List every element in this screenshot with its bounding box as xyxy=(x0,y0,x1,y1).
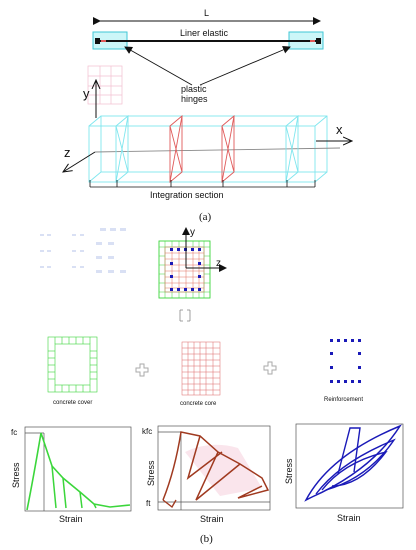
core-curve-panel: kfc ft Stress Strain xyxy=(142,425,271,524)
cover-curve-panel: fc Stress Strain xyxy=(11,426,132,524)
steel-curve-loop-2 xyxy=(315,438,396,495)
cover-curve-envelope xyxy=(26,432,131,511)
plus-sign-1 xyxy=(135,363,149,377)
element-prism xyxy=(88,115,341,183)
cover-x-label: Strain xyxy=(59,514,83,524)
faint-ghost-sections xyxy=(40,228,126,273)
x-axis-label: x xyxy=(336,122,343,137)
caption-a: (a) xyxy=(199,211,212,223)
cover-peak-label: fc xyxy=(11,428,17,437)
hinge-section-planes xyxy=(169,115,235,183)
integration-bracket xyxy=(89,180,316,188)
steel-curve-loop-1 xyxy=(304,424,402,502)
steel-curve-panel: Stress Strain xyxy=(284,423,404,523)
core-curve-frame xyxy=(157,425,271,511)
cover-curve-unload-4 xyxy=(93,503,97,509)
reinforcement-label: Reinforcement xyxy=(324,397,363,403)
faint-section-sketch xyxy=(87,65,123,105)
steel-curve-loop-3 xyxy=(321,450,388,491)
z-axis-arrow xyxy=(63,151,96,172)
caption-b: (b) xyxy=(200,533,213,545)
z-axis-label: z xyxy=(64,145,71,160)
components-row: concrete cover concrete core Reinforceme… xyxy=(47,336,363,407)
curves-row: fc Stress Strain kfc ft Stress Strain xyxy=(11,423,404,545)
plus-sign-2 xyxy=(263,361,277,375)
hinge-pointer-left xyxy=(124,46,193,86)
hinges-label-line2: hinges xyxy=(181,94,208,104)
integration-label: Integration section xyxy=(150,190,224,200)
y-axis-label: y xyxy=(83,86,90,101)
core-curve-tension xyxy=(162,499,177,509)
steel-curve-spike xyxy=(337,427,361,475)
cover-curve-unload-2 xyxy=(62,477,67,509)
cover-y-label: Stress xyxy=(11,462,21,488)
core-x-label: Strain xyxy=(200,514,224,524)
cover-curve-unload-3 xyxy=(79,491,83,509)
core-tension-label: ft xyxy=(146,499,151,508)
core-peak-label: kfc xyxy=(142,427,152,436)
core-curve-pink-shade xyxy=(185,444,262,496)
length-label: L xyxy=(204,8,209,18)
cover-curve-unload-1 xyxy=(51,465,57,509)
cover-diagram xyxy=(47,336,98,393)
element-label: Liner elastic xyxy=(180,28,229,38)
left-node xyxy=(95,38,100,44)
steel-x-label: Strain xyxy=(337,513,361,523)
core-curve-envelope xyxy=(162,431,270,501)
core-curve-unload-1 xyxy=(186,435,223,480)
core-label: concrete core xyxy=(180,401,217,407)
reinforcement-diagram xyxy=(330,339,361,383)
core-diagram xyxy=(181,341,221,396)
core-curve-unload-2 xyxy=(195,451,241,501)
steel-y-label: Stress xyxy=(284,458,294,484)
hinge-pointer-right xyxy=(199,46,291,86)
section-z-label: z xyxy=(216,258,221,269)
cross-section: y z xyxy=(40,227,227,322)
right-node xyxy=(316,38,321,44)
hinges-label-line1: plastic xyxy=(181,84,207,94)
core-y-label: Stress xyxy=(146,460,156,486)
section-y-label: y xyxy=(190,227,195,238)
cover-curve-frame xyxy=(24,426,132,512)
section-rebars xyxy=(170,248,201,291)
part-a: L Liner elastic plastic hinges y xyxy=(63,8,352,223)
separator-marks xyxy=(179,309,191,322)
cover-label: concrete cover xyxy=(53,400,92,406)
